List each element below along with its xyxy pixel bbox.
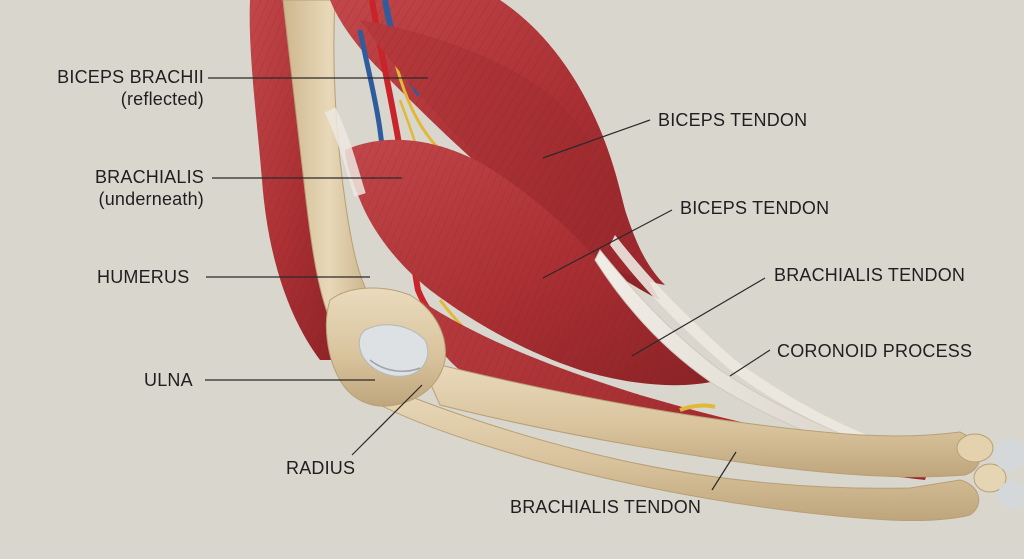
label-humerus: HUMERUS — [97, 267, 190, 287]
label-coronoid-process: CORONOID PROCESS — [777, 341, 973, 361]
label-brachialis-line2: (underneath) — [98, 189, 204, 209]
label-ulna: ULNA — [144, 370, 193, 390]
label-biceps-brachii-line1: BICEPS BRACHII — [57, 67, 204, 87]
leader-lines — [205, 77, 771, 491]
label-brachialis-line1: BRACHIALIS — [94, 167, 204, 187]
label-biceps-brachii: BICEPS BRACHII (reflected) — [34, 66, 204, 110]
label-radius: RADIUS — [286, 458, 356, 478]
label-biceps-tendon-1: BICEPS TENDON — [658, 110, 808, 130]
label-brachialis: BRACHIALIS (underneath) — [34, 166, 204, 210]
label-biceps-brachii-line2: (reflected) — [120, 89, 204, 109]
label-brachialis-tendon-2: BRACHIALIS TENDON — [510, 497, 702, 517]
label-brachialis-tendon-1: BRACHIALIS TENDON — [774, 265, 966, 285]
radius-bone — [369, 379, 980, 522]
label-biceps-tendon-2: BICEPS TENDON — [680, 198, 830, 218]
